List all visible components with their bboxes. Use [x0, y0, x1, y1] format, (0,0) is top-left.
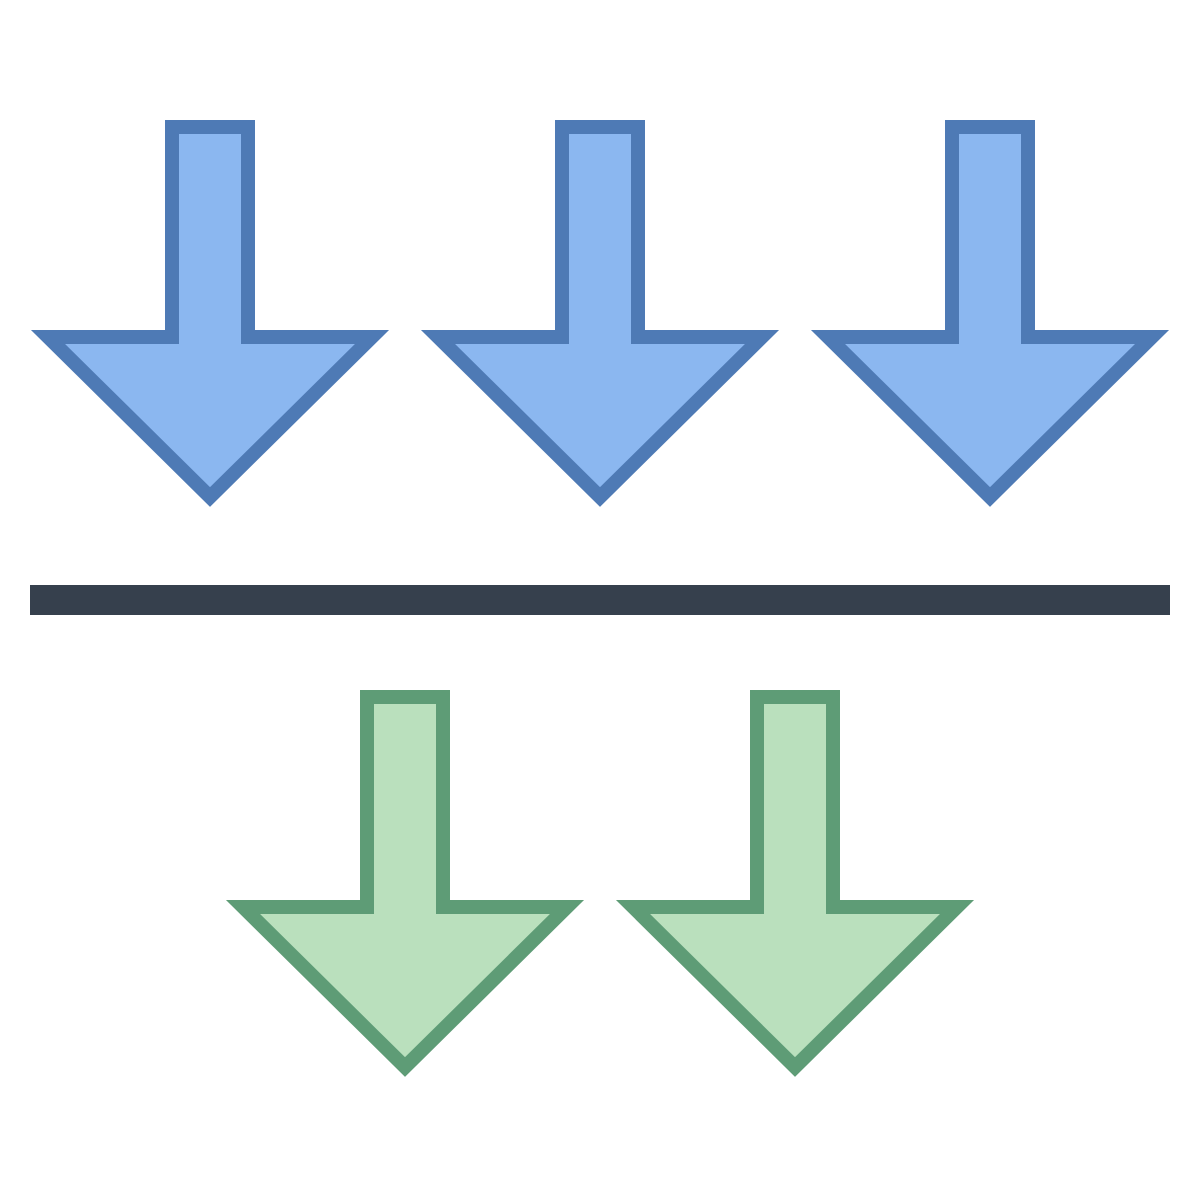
upper-arrow-2: [420, 120, 780, 507]
upper-arrow-3: [810, 120, 1170, 507]
divider-bar: [30, 585, 1170, 615]
lower-arrows-group: [225, 690, 975, 1077]
lower-arrow-1: [225, 690, 585, 1077]
upper-arrows-group: [30, 120, 1170, 507]
upper-arrow-1: [30, 120, 390, 507]
lower-arrow-2: [615, 690, 975, 1077]
